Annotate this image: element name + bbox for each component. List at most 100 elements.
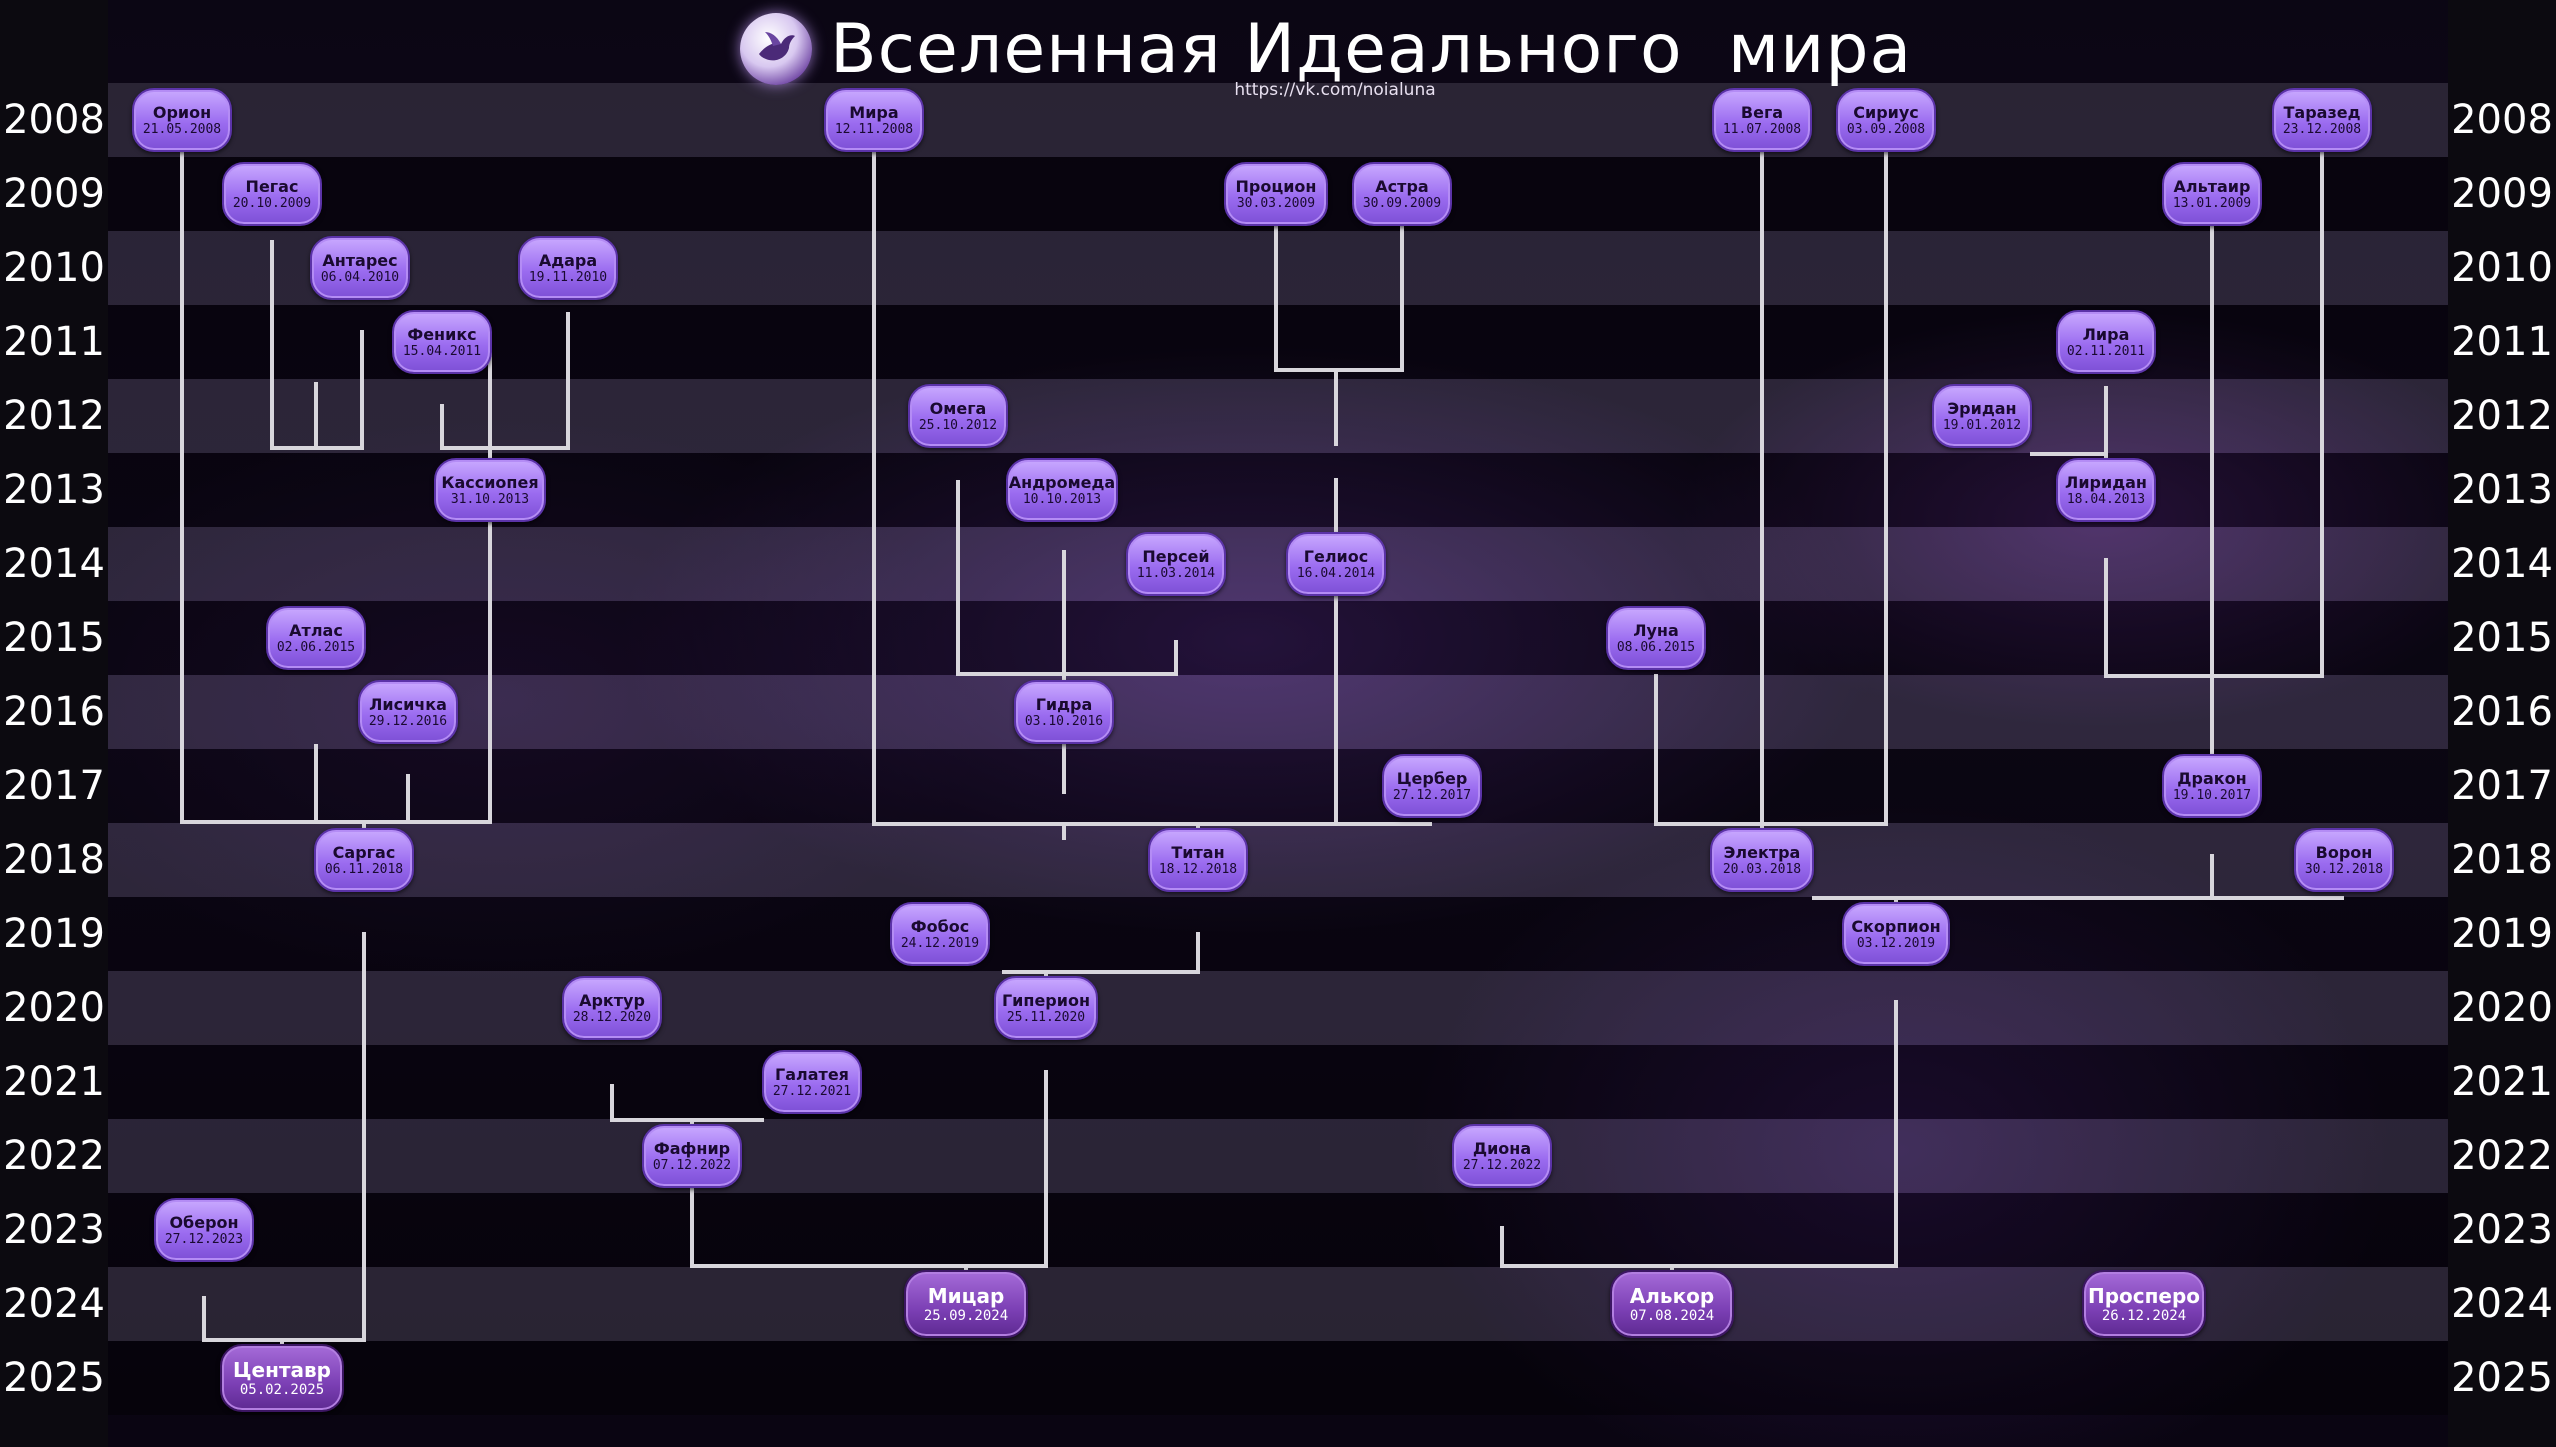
node-name: Скорпион bbox=[1851, 916, 1941, 936]
node-name: Просперо bbox=[2087, 1284, 2201, 1308]
node-name: Атлас bbox=[289, 620, 343, 640]
node-name: Феникс bbox=[407, 324, 477, 344]
year-label-left: 2013 bbox=[3, 467, 105, 513]
node-name: Астра bbox=[1375, 176, 1429, 196]
year-label-right: 2012 bbox=[2451, 393, 2553, 439]
connector-line bbox=[1274, 200, 1404, 372]
node-name: Пегас bbox=[245, 176, 299, 196]
year-label-left: 2016 bbox=[3, 689, 105, 735]
node-name: Луна bbox=[1633, 620, 1679, 640]
node-date: 30.12.2018 bbox=[2304, 861, 2384, 877]
node-name: Мира bbox=[849, 102, 899, 122]
year-label-left: 2019 bbox=[3, 911, 105, 957]
node-name: Персей bbox=[1142, 546, 1210, 566]
year-band bbox=[0, 601, 2556, 675]
node-date: 03.10.2016 bbox=[1024, 713, 1104, 729]
year-label-left: 2020 bbox=[3, 985, 105, 1031]
year-label-right: 2021 bbox=[2451, 1059, 2553, 1105]
page-title: Вселенная Идеального мира bbox=[830, 9, 1913, 89]
year-column-right bbox=[2448, 0, 2556, 1447]
connector-line bbox=[202, 1296, 282, 1342]
node-date: 03.09.2008 bbox=[1846, 121, 1926, 137]
node-date: 20.10.2009 bbox=[232, 195, 312, 211]
connector-line bbox=[872, 150, 1338, 826]
node-date: 26.12.2024 bbox=[2101, 1308, 2187, 1324]
year-label-right: 2023 bbox=[2451, 1207, 2553, 1253]
year-label-right: 2025 bbox=[2451, 1355, 2553, 1401]
node-date: 25.09.2024 bbox=[923, 1308, 1009, 1324]
year-label-left: 2022 bbox=[3, 1133, 105, 1179]
year-label-right: 2022 bbox=[2451, 1133, 2553, 1179]
node-date: 08.06.2015 bbox=[1616, 639, 1696, 655]
node-name: Фафнир bbox=[653, 1138, 731, 1158]
node-date: 20.03.2018 bbox=[1722, 861, 1802, 877]
node-date: 05.02.2025 bbox=[239, 1382, 325, 1398]
node-date: 28.12.2020 bbox=[572, 1009, 652, 1025]
connector-line bbox=[690, 1070, 1048, 1268]
year-label-left: 2025 bbox=[3, 1355, 105, 1401]
node-date: 25.10.2012 bbox=[918, 417, 998, 433]
source-link[interactable]: https://vk.com/noialuna bbox=[1234, 80, 1436, 100]
node-name: Электра bbox=[1723, 842, 1801, 862]
node-name: Процион bbox=[1235, 176, 1317, 196]
node-name: Вега bbox=[1740, 102, 1784, 122]
year-band bbox=[0, 823, 2556, 897]
year-band bbox=[0, 749, 2556, 823]
node-name: Альтаир bbox=[2173, 176, 2251, 196]
node-date: 18.12.2018 bbox=[1158, 861, 1238, 877]
connector-line bbox=[956, 480, 1178, 676]
node-name: Кассиопея bbox=[441, 472, 539, 492]
node-date: 19.11.2010 bbox=[528, 269, 608, 285]
node-name: Лиридан bbox=[2065, 472, 2147, 492]
year-label-left: 2008 bbox=[3, 97, 105, 143]
node-date: 30.09.2009 bbox=[1362, 195, 1442, 211]
node-date: 24.12.2019 bbox=[900, 935, 980, 951]
node-name: Антарес bbox=[322, 250, 398, 270]
year-label-left: 2011 bbox=[3, 319, 105, 365]
node-name: Сириус bbox=[1853, 102, 1919, 122]
node-name: Гидра bbox=[1035, 694, 1093, 714]
year-label-right: 2010 bbox=[2451, 245, 2553, 291]
node-date: 30.03.2009 bbox=[1236, 195, 1316, 211]
year-label-right: 2011 bbox=[2451, 319, 2553, 365]
year-band bbox=[0, 1045, 2556, 1119]
connector-line bbox=[440, 312, 570, 450]
year-label-left: 2017 bbox=[3, 763, 105, 809]
node-name: Фобос bbox=[910, 916, 970, 936]
connector-line bbox=[1002, 932, 1200, 974]
node-date: 31.10.2013 bbox=[450, 491, 530, 507]
node-name: Центавр bbox=[233, 1358, 331, 1382]
year-label-right: 2016 bbox=[2451, 689, 2553, 735]
year-label-left: 2018 bbox=[3, 837, 105, 883]
node-date: 16.04.2014 bbox=[1296, 565, 1376, 581]
node-date: 06.11.2018 bbox=[324, 861, 404, 877]
year-label-right: 2009 bbox=[2451, 171, 2553, 217]
year-band bbox=[0, 1119, 2556, 1193]
node-date: 11.03.2014 bbox=[1136, 565, 1216, 581]
node-date: 13.01.2009 bbox=[2172, 195, 2252, 211]
